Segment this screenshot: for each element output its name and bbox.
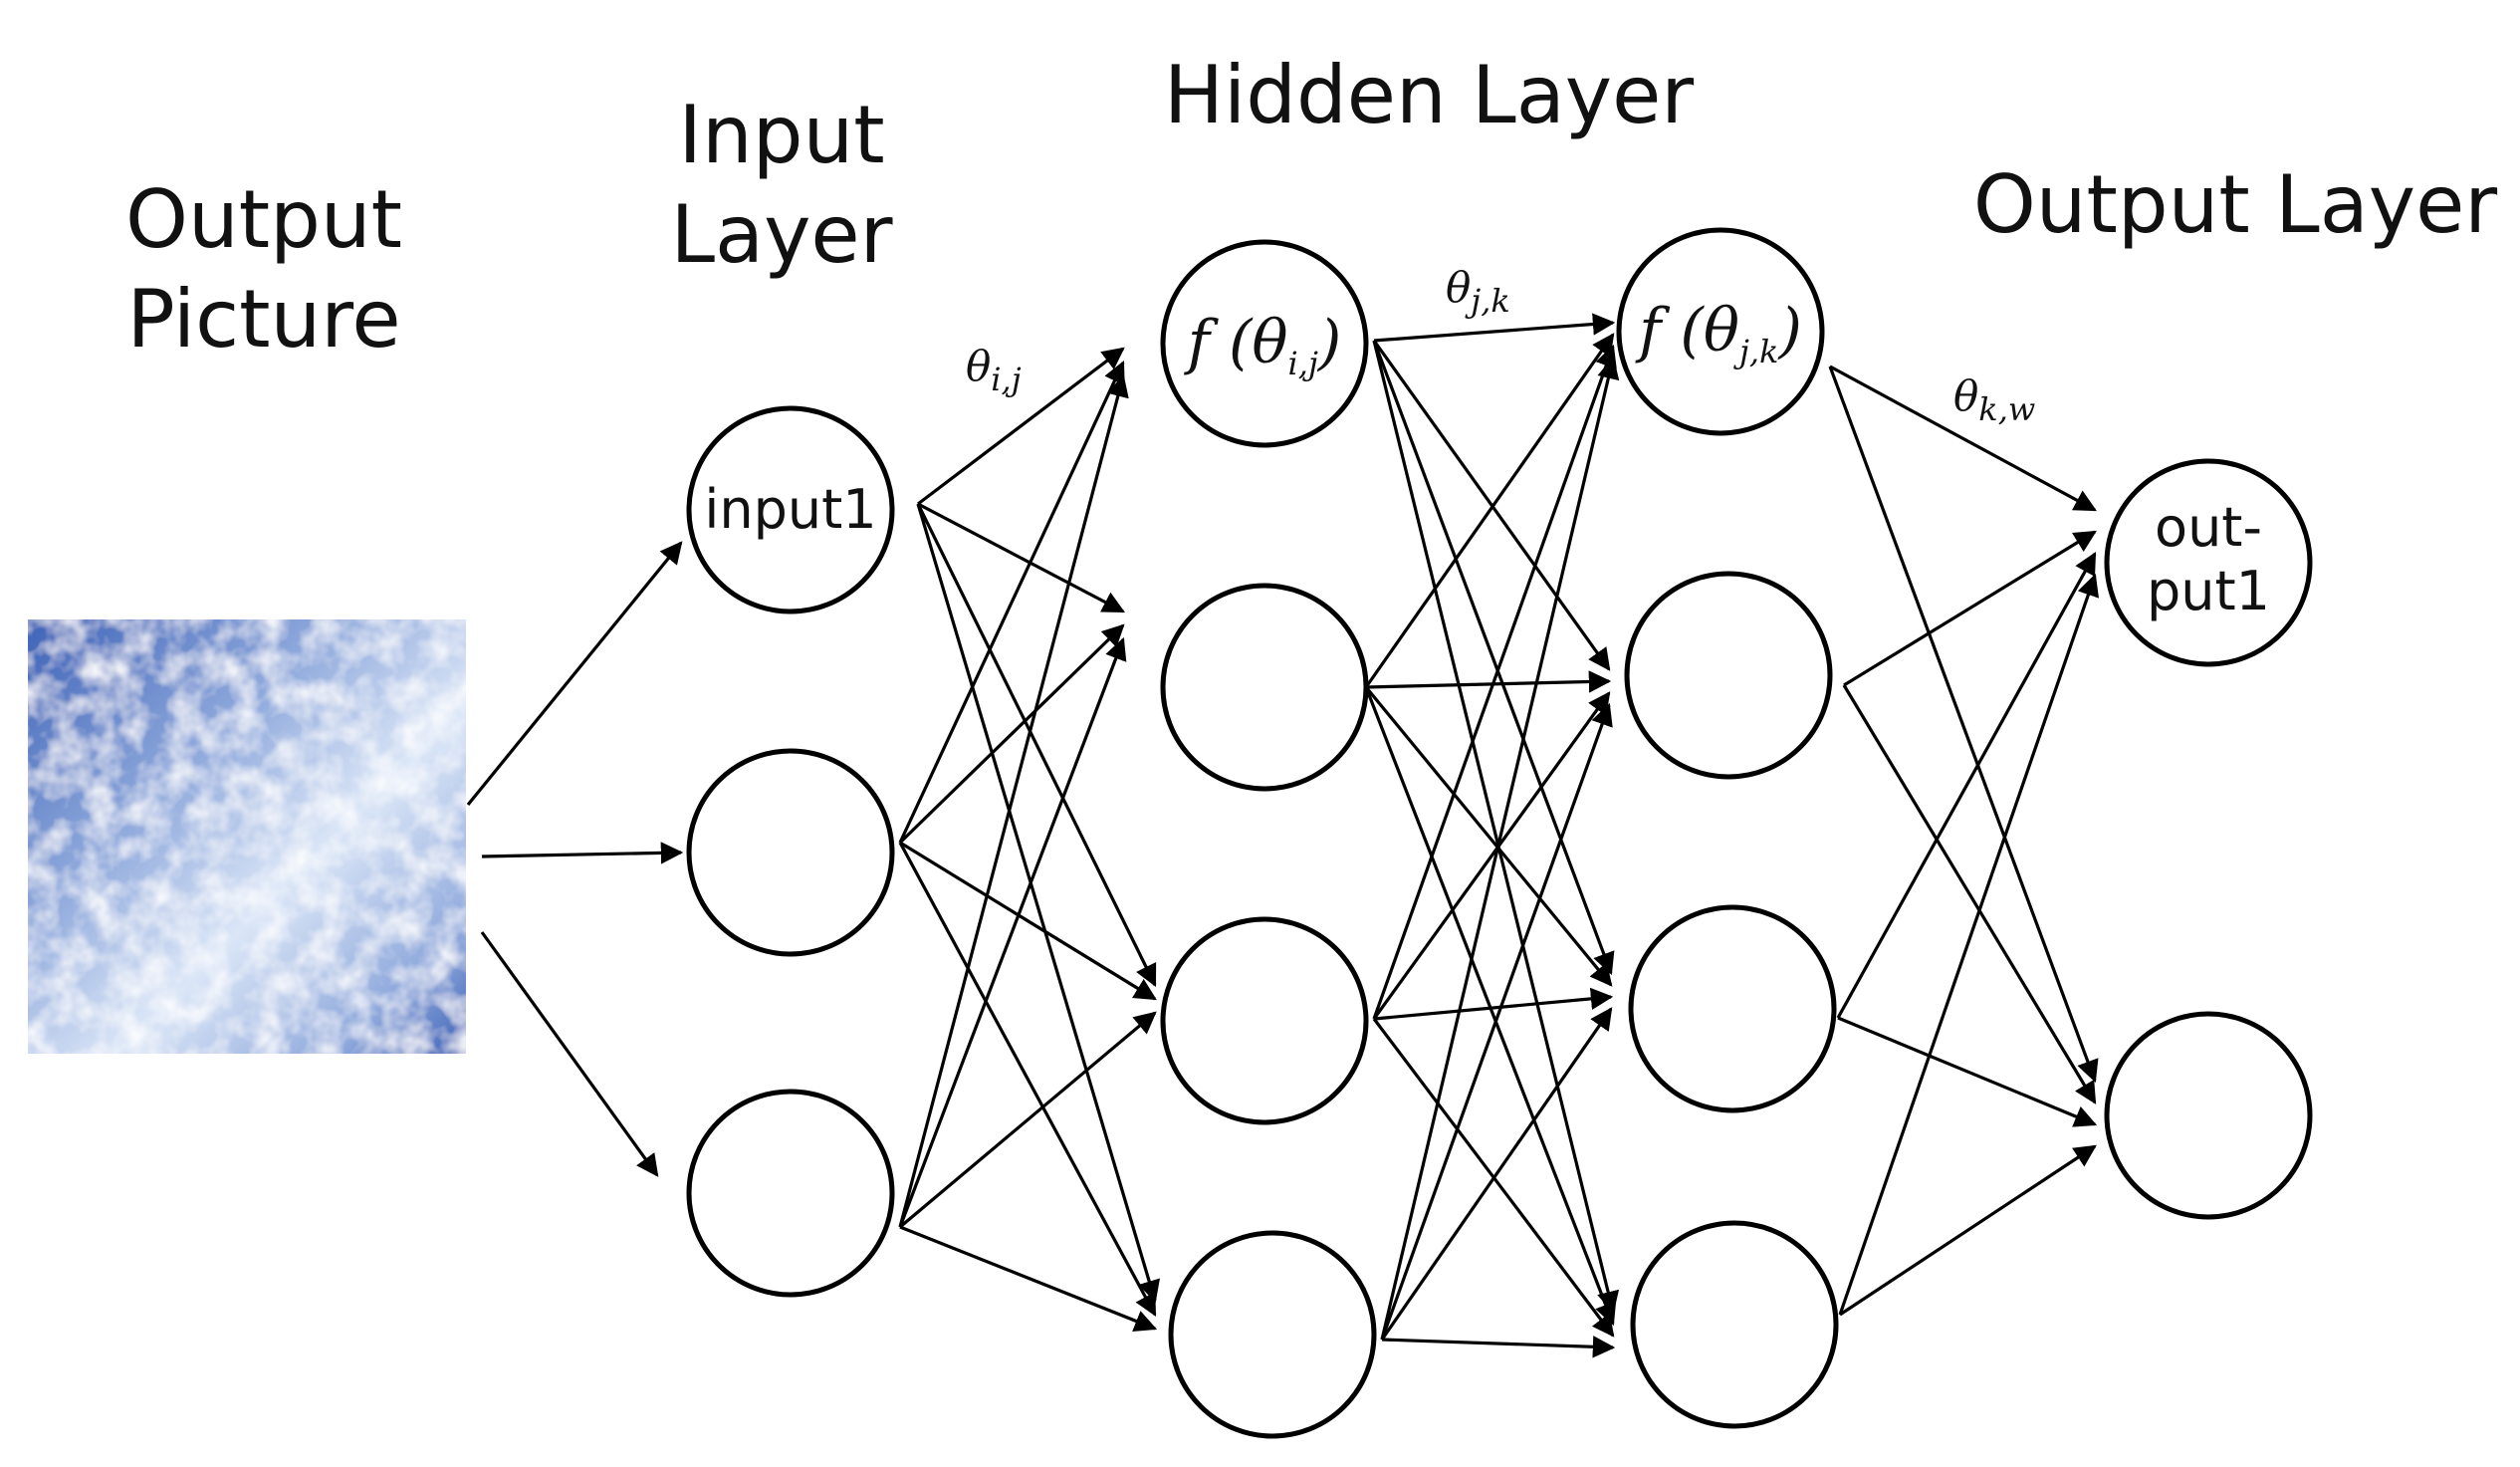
output-picture-title: Output Picture (125, 173, 402, 366)
output-node-1-label-line1: out- (2155, 496, 2262, 559)
output-node-1 (2104, 458, 2313, 667)
edge-input3-hidden1-4 (899, 1225, 1158, 1332)
edge-hidden1-2-hidden2-4 (1364, 686, 1617, 1327)
edge-hidden2-3-output-1 (1836, 552, 2097, 1019)
edge-hidden1-4-hidden2-4 (1381, 1336, 1616, 1358)
hidden1-node-4 (1168, 1230, 1377, 1439)
hidden-layer-2-nodes (1616, 227, 1839, 1429)
edge-hidden1-4-hidden2-3 (1380, 1007, 1613, 1341)
input-layer-title-line2: Layer (670, 188, 892, 281)
edge-hidden2-4-output-2 (1839, 1144, 2097, 1317)
edge-hidden1-1-hidden2-1 (1373, 313, 1616, 343)
hidden2-node-4 (1630, 1220, 1839, 1429)
edge-hidden2-1-output-2 (1828, 366, 2099, 1084)
edge-hidden2-2-output-1 (1843, 530, 2097, 687)
input-layer-title-line1: Input (678, 89, 884, 181)
hidden2-node-1-function-label: f (θj,k) (1635, 296, 1802, 370)
output-node-1-label-line2: put1 (2147, 560, 2270, 622)
edge-hidden1-1-hidden2-3 (1372, 340, 1615, 976)
hidden2-node-1 (1616, 227, 1825, 436)
weight-label-kw: θk,w (1953, 371, 2035, 428)
input-node-1 (686, 405, 895, 614)
input-layer-nodes (686, 405, 895, 1298)
edge-input3-hidden1-3 (898, 1011, 1157, 1229)
edge-picture-input-2 (481, 842, 684, 864)
edge-hidden1-2-hidden2-3 (1364, 685, 1613, 987)
edge-hidden2-2-output-2 (1842, 684, 2097, 1104)
edge-hidden1-3-hidden2-2 (1372, 691, 1611, 1020)
hidden-layer-1-nodes (1160, 239, 1377, 1439)
output-layer-title: Output Layer (1973, 158, 2497, 251)
hidden1-node-3 (1160, 916, 1369, 1125)
edge-hidden2-3-output-2 (1837, 1016, 2098, 1127)
edge-input1-hidden1-3 (916, 503, 1157, 988)
edge-input2-hidden1-2 (898, 623, 1125, 845)
edge-hidden2-4-output-1 (1838, 573, 2100, 1316)
edge-picture-input-3 (480, 931, 659, 1177)
edge-input2-hidden1-3 (899, 841, 1157, 1001)
edge-hidden1-4-hidden2-1 (1380, 356, 1620, 1341)
edge-input1-hidden1-1 (917, 347, 1125, 506)
hidden-layer-title: Hidden Layer (1164, 49, 1694, 141)
edge-input2-hidden1-1 (898, 360, 1125, 844)
hidden1-node-1-function-label: f (θi,j) (1184, 308, 1342, 382)
edge-hidden1-4-hidden2-2 (1380, 702, 1613, 1341)
weight-label-jk: θj,k (1446, 263, 1510, 320)
hidden2-node-3 (1628, 904, 1837, 1113)
output-picture-title-line1: Output (125, 173, 402, 266)
sky-cloud-image (28, 619, 466, 1054)
edge-hidden1-3-hidden2-1 (1372, 344, 1617, 1020)
input-node-2 (686, 748, 895, 957)
edge-input3-hidden1-2 (898, 636, 1127, 1228)
hidden1-node-1 (1160, 239, 1369, 448)
edge-input3-hidden1-1 (898, 373, 1129, 1228)
hidden2-node-2 (1624, 571, 1833, 780)
edge-hidden1-2-hidden2-1 (1364, 333, 1615, 688)
input-layer-title: Input Layer (670, 89, 892, 281)
edge-hidden2-1-output-1 (1829, 365, 2097, 512)
hidden1-node-2 (1160, 583, 1369, 792)
weight-label-ij: θi,j (966, 342, 1022, 398)
output-layer-nodes (2104, 458, 2313, 1220)
edge-hidden1-2-hidden2-2 (1365, 670, 1612, 693)
connection-edges (466, 313, 2100, 1358)
edge-hidden1-1-hidden2-2 (1372, 340, 1611, 671)
output-picture-title-line2: Picture (126, 273, 400, 366)
edge-hidden1-1-hidden2-4 (1372, 340, 1620, 1315)
edge-input2-hidden1-4 (898, 842, 1157, 1317)
input-node-3 (686, 1089, 895, 1298)
output-node-2 (2104, 1011, 2313, 1220)
edge-hidden1-3-hidden2-3 (1373, 987, 1614, 1021)
input-node-1-label: input1 (704, 478, 876, 541)
edge-picture-input-1 (466, 541, 683, 807)
edge-input1-hidden1-4 (916, 503, 1160, 1304)
edge-input1-hidden1-2 (917, 502, 1125, 613)
